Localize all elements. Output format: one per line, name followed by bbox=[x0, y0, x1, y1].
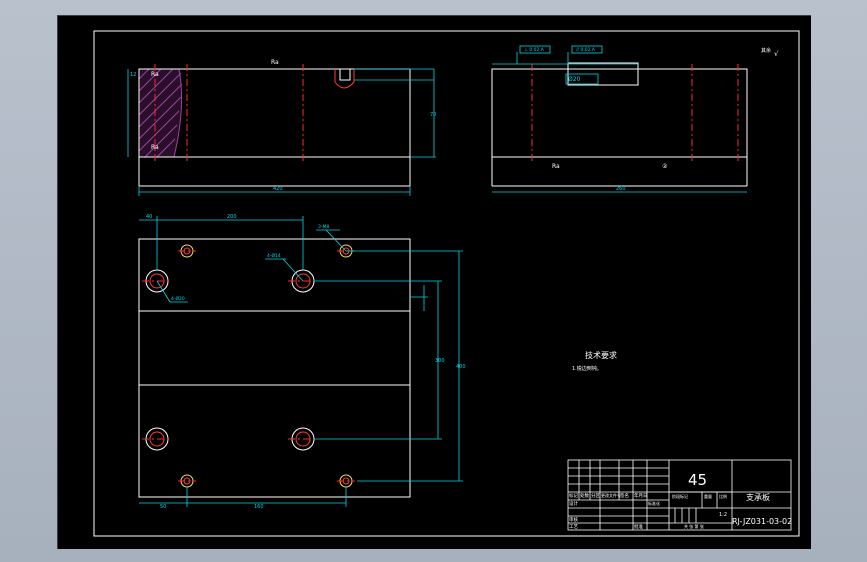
tb-label: 比例 bbox=[719, 493, 727, 499]
svg-text:// 0.02 A: // 0.02 A bbox=[576, 47, 596, 53]
notes-line: 1.锐边倒钝。 bbox=[572, 365, 602, 372]
tb-label: 分区 bbox=[591, 492, 600, 499]
tb-label: 重量 bbox=[704, 493, 712, 499]
notes-heading: 技术要求 bbox=[585, 350, 617, 360]
svg-text:Ø20: Ø20 bbox=[568, 76, 581, 83]
material-value: 45 bbox=[688, 471, 707, 489]
technical-notes: 技术要求 1.锐边倒钝。 bbox=[572, 350, 617, 372]
tb-label: 标准化 bbox=[648, 500, 660, 506]
scale-value: 1:2 bbox=[719, 512, 727, 518]
front-view: 420 70 12 Ra Ra Ra bbox=[127, 59, 436, 196]
svg-text:400: 400 bbox=[456, 364, 466, 370]
svg-text:3-M8: 3-M8 bbox=[318, 224, 329, 230]
drawing-number: RJ-JZ031-03-02 bbox=[732, 517, 792, 526]
svg-text:√: √ bbox=[774, 50, 779, 58]
tb-label: 处数 bbox=[580, 492, 589, 499]
svg-text:4-Ø14: 4-Ø14 bbox=[267, 252, 281, 259]
tb-label: 年月日 bbox=[634, 492, 648, 499]
tb-label: 更改文件号 bbox=[601, 492, 621, 498]
tb-label: 批准 bbox=[634, 523, 643, 530]
tb-label: 审核 bbox=[569, 516, 578, 523]
svg-text:⊥ 0.02 A: ⊥ 0.02 A bbox=[524, 47, 545, 53]
surface-finish-symbol: Ra bbox=[271, 59, 279, 66]
svg-text:40: 40 bbox=[146, 214, 152, 220]
drawing-frame bbox=[93, 30, 800, 537]
title-block: 标记 处数 分区 更改文件号 签名 年月日 设计 标准化 阶段标记 重量 比例 … bbox=[567, 459, 792, 531]
svg-text:②: ② bbox=[662, 163, 668, 170]
tb-label: 标记 bbox=[569, 492, 578, 499]
tb-label: 设计 bbox=[569, 500, 578, 507]
surface-finish-symbol: Ra bbox=[151, 144, 159, 151]
svg-text:70: 70 bbox=[430, 112, 436, 118]
svg-text:420: 420 bbox=[273, 186, 283, 192]
svg-text:260: 260 bbox=[616, 186, 626, 192]
tb-label: 共 张 第 张 bbox=[684, 523, 704, 529]
tb-label: 工艺 bbox=[569, 524, 578, 530]
side-view: ⊥ 0.02 A // 0.02 A Ø20 260 Ra ② 其余 √ bbox=[491, 45, 779, 193]
svg-text:12: 12 bbox=[130, 72, 136, 78]
surface-finish-symbol: Ra bbox=[151, 71, 159, 78]
svg-text:300: 300 bbox=[435, 358, 445, 364]
svg-text:其余: 其余 bbox=[761, 47, 771, 54]
section-hatch bbox=[138, 68, 183, 158]
top-view: 40 200 3-M8 4-Ø14 4-Ø20 400 300 50 160 bbox=[138, 214, 466, 510]
part-name: 支承板 bbox=[746, 492, 770, 502]
tb-label: 签名 bbox=[620, 492, 629, 499]
cad-viewport[interactable]: 420 70 12 Ra Ra Ra ⊥ 0.02 A // 0.02 A Ø2… bbox=[57, 15, 811, 549]
svg-text:Ra: Ra bbox=[552, 163, 560, 170]
svg-text:200: 200 bbox=[227, 214, 237, 220]
tb-label: 阶段标记 bbox=[672, 493, 688, 499]
svg-text:4-Ø20: 4-Ø20 bbox=[171, 295, 185, 302]
svg-text:50: 50 bbox=[160, 504, 166, 510]
svg-text:160: 160 bbox=[254, 504, 264, 510]
